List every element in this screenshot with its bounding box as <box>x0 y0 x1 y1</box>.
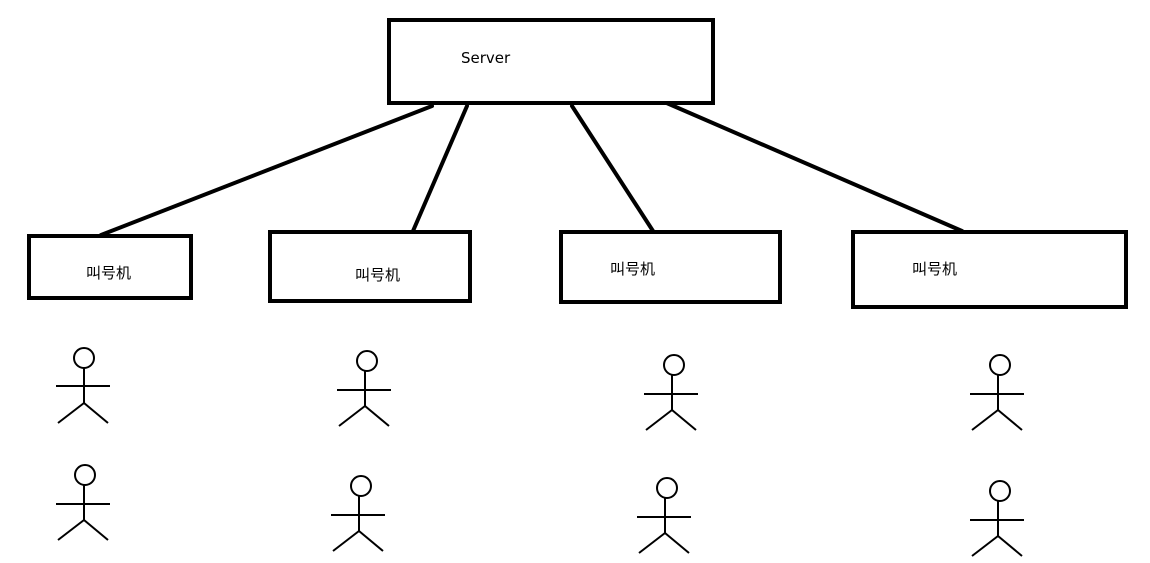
stick-figure-person-icon <box>56 347 110 424</box>
client-label-4: 叫号机 <box>912 260 958 278</box>
stick-figure-person-icon <box>637 477 691 554</box>
client-label-1: 叫号机 <box>86 264 132 282</box>
stick-figure-person-icon <box>970 354 1024 431</box>
stick-figure-person-icon <box>644 354 698 431</box>
server-box: Server <box>387 18 715 105</box>
stick-figure-person-icon <box>970 480 1024 557</box>
client-box-4: 叫号机 <box>851 230 1128 309</box>
client-box-2: 叫号机 <box>268 230 472 303</box>
link-server-client-4 <box>660 99 964 233</box>
link-server-client-3 <box>570 104 655 233</box>
link-server-client-2 <box>411 104 469 233</box>
stick-figure-person-icon <box>337 350 391 427</box>
client-box-1: 叫号机 <box>27 234 193 300</box>
client-box-3: 叫号机 <box>559 230 782 304</box>
client-label-3: 叫号机 <box>610 260 656 278</box>
link-server-client-1 <box>99 104 434 237</box>
stick-figure-person-icon <box>331 475 385 552</box>
server-label: Server <box>461 49 511 67</box>
stick-figure-person-icon <box>56 464 110 541</box>
client-label-2: 叫号机 <box>355 266 401 284</box>
